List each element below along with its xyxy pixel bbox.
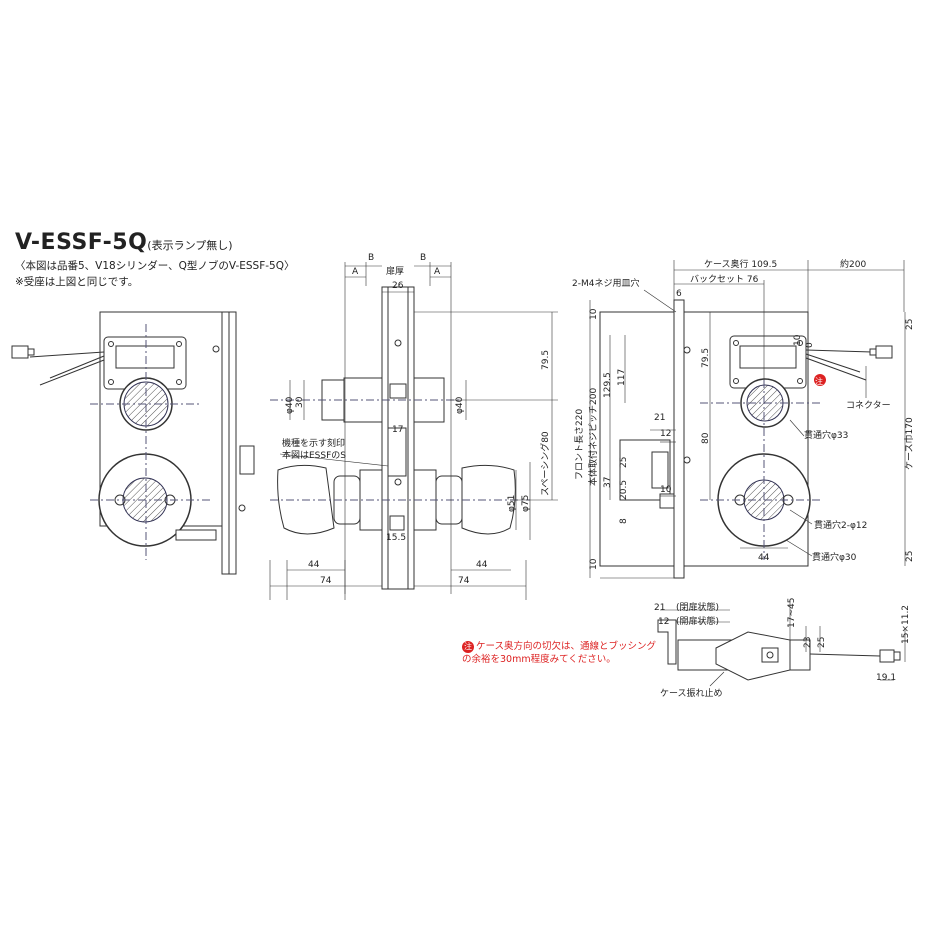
label-hole-30: 貫通穴φ30 bbox=[812, 551, 857, 563]
dim-phi75: φ75 bbox=[521, 495, 531, 512]
dim-25-mid: 25 bbox=[619, 457, 629, 468]
label-A-left: A bbox=[352, 267, 359, 277]
dim-25-top: 25 bbox=[905, 319, 915, 330]
dim-79-5-right: 79.5 bbox=[701, 348, 711, 368]
dim-case-width: ケース巾170 bbox=[903, 417, 915, 470]
dim-10-b: 10 bbox=[793, 334, 803, 346]
dim-spacing: スペーシング80 bbox=[539, 431, 551, 496]
dim-phi40-right: φ40 bbox=[455, 396, 465, 414]
dim-21: 21 bbox=[654, 413, 665, 423]
label-A-right: A bbox=[434, 267, 441, 277]
warning-icon: 注 bbox=[462, 641, 474, 653]
label-connector: コネクター bbox=[846, 400, 891, 411]
dim-44-left: 44 bbox=[308, 560, 320, 570]
dim-37: 37 bbox=[603, 477, 613, 488]
dim-12: 12 bbox=[660, 429, 671, 439]
dim-74-left: 74 bbox=[320, 576, 332, 586]
label-stopper: ケース振れ止め bbox=[660, 687, 723, 699]
label-hole-33: 貫通穴φ33 bbox=[804, 429, 848, 441]
dim-10-mid: 10 bbox=[660, 485, 672, 495]
note-strike-plate: ※受座は上図と同じです。 bbox=[15, 276, 139, 288]
dim-17-45: 17~45 bbox=[787, 598, 797, 628]
label-B-left: B bbox=[368, 253, 374, 263]
label-closed: (閉扉状態) bbox=[676, 601, 719, 613]
label-open: (開扉状態) bbox=[676, 615, 719, 627]
dim-0: 0 bbox=[805, 342, 815, 348]
dim-6: 6 bbox=[676, 289, 682, 299]
dim-15-5: 15.5 bbox=[386, 533, 406, 543]
dim-8: 8 bbox=[619, 518, 629, 524]
dim-10-bottom: 10 bbox=[589, 558, 599, 570]
dim-23: 23 bbox=[803, 637, 813, 648]
front-view bbox=[11, 311, 255, 575]
dim-17: 17 bbox=[392, 425, 403, 435]
note-mark-icon: 注 bbox=[815, 376, 823, 386]
dim-44-right: 44 bbox=[476, 560, 488, 570]
engrave-label-2: 本図はESSFのS bbox=[282, 449, 346, 461]
dim-74-right: 74 bbox=[458, 576, 470, 586]
dim-10-top: 10 bbox=[589, 308, 599, 320]
dim-44-right-view: 44 bbox=[758, 553, 770, 563]
plan-view bbox=[657, 600, 906, 687]
model-title: V-ESSF-5Q(表示ランプ無し) bbox=[15, 230, 233, 255]
label-hole-12: 貫通穴2-φ12 bbox=[814, 519, 867, 531]
dim-19-1: 19.1 bbox=[876, 673, 896, 683]
dim-30: 30 bbox=[295, 396, 305, 408]
model-suffix: (表示ランプ無し) bbox=[147, 239, 233, 252]
case-view bbox=[589, 260, 906, 579]
dim-21-plan: 21 bbox=[654, 603, 665, 613]
dim-backset: バックセット 76 bbox=[690, 274, 759, 285]
dim-25-plan: 25 bbox=[817, 637, 827, 648]
dim-12-plan: 12 bbox=[658, 617, 669, 627]
note-figure-description: 〈本図は品番5、V18シリンダー、Q型ノブのV-ESSF-5Q〉 bbox=[15, 260, 295, 272]
side-section bbox=[269, 262, 558, 600]
dim-case-depth: ケース奥行 109.5 bbox=[704, 258, 777, 270]
label-door-thickness: 扉厚 bbox=[386, 265, 404, 277]
dim-20-5: 20.5 bbox=[619, 480, 629, 500]
dim-approx200: 約200 bbox=[840, 258, 866, 270]
dim-mount-pitch: 本体取付ネジピッチ200 bbox=[587, 388, 599, 486]
dim-15x11-2: 15×11.2 bbox=[901, 605, 911, 644]
engrave-label-1: 機種を示す刻印 bbox=[282, 437, 345, 449]
dim-front-length: フロント長さ220 bbox=[574, 409, 585, 480]
dim-25-bottom: 25 bbox=[905, 551, 915, 562]
dim-80: 80 bbox=[701, 432, 711, 444]
warning-note: 注ケース奥方向の切欠は、通線とブッシングの余裕を30mm程度みてください。 bbox=[462, 640, 662, 666]
dim-phi51: φ51 bbox=[507, 495, 517, 512]
label-screw-hole: 2-M4ネジ用皿穴 bbox=[572, 277, 639, 289]
model-name: V-ESSF-5Q bbox=[15, 230, 148, 255]
dim-26: 26 bbox=[392, 281, 404, 291]
label-B-right: B bbox=[420, 253, 426, 263]
warning-text: ケース奥方向の切欠は、通線とブッシングの余裕を30mm程度みてください。 bbox=[462, 641, 657, 665]
dim-79-5-center: 79.5 bbox=[541, 350, 551, 370]
dim-129-5: 129.5 bbox=[603, 372, 613, 398]
dim-phi40-left: φ40 bbox=[285, 396, 295, 414]
dim-117: 117 bbox=[617, 369, 627, 386]
